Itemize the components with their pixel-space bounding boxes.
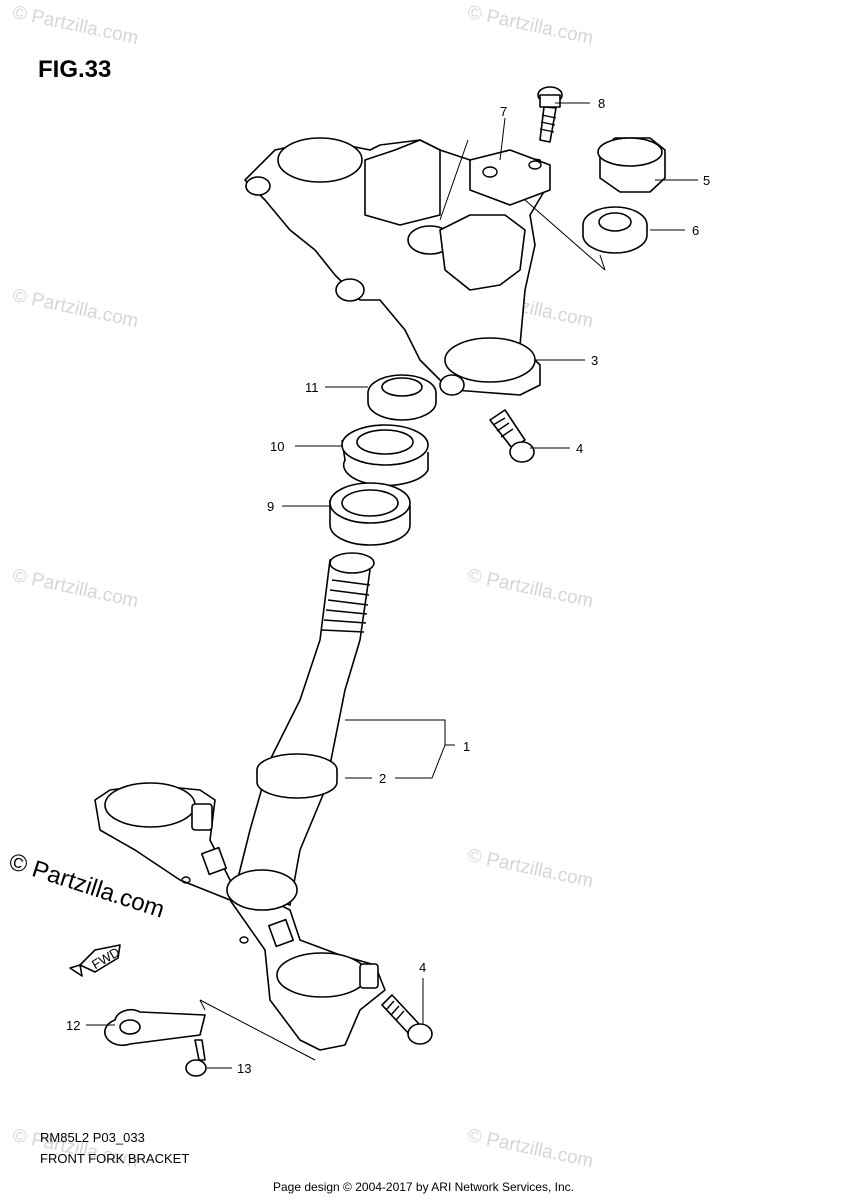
callout-9: 9 xyxy=(267,499,274,514)
callout-5: 5 xyxy=(703,173,710,188)
bearing-9 xyxy=(329,482,411,546)
bolt-4-upper xyxy=(489,409,535,463)
callout-10: 10 xyxy=(270,439,284,454)
forward-direction-arrow: FWD xyxy=(69,944,122,977)
callout-4-lower: 4 xyxy=(419,960,426,975)
lower-bracket xyxy=(94,782,386,1061)
callout-6: 6 xyxy=(692,223,699,238)
diagram-code: RM85L2 P03_033 xyxy=(40,1130,145,1145)
bracket-7-lines xyxy=(439,139,606,271)
bearing-seal-10 xyxy=(341,424,429,487)
cable-clamp-12 xyxy=(104,1009,206,1047)
cap-nut-5 xyxy=(597,137,666,193)
callout-7: 7 xyxy=(500,104,507,119)
figure-title: FIG.33 xyxy=(38,56,112,83)
callout-1: 1 xyxy=(463,739,470,754)
callout-13: 13 xyxy=(237,1061,251,1076)
upper-bracket xyxy=(244,137,551,396)
page-footer: Page design © 2004-2017 by ARI Network S… xyxy=(272,1180,574,1194)
callout-11: 11 xyxy=(305,380,319,395)
screw-13 xyxy=(185,1039,207,1077)
callout-3: 3 xyxy=(591,353,598,368)
callout-12: 12 xyxy=(66,1018,80,1033)
steering-nut-11 xyxy=(367,374,437,421)
bolt-8 xyxy=(537,86,563,143)
callout-8: 8 xyxy=(598,96,605,111)
o-ring-2 xyxy=(256,753,338,799)
callout-2: 2 xyxy=(379,771,386,786)
diagram-caption: FRONT FORK BRACKET xyxy=(40,1151,190,1166)
washer-6 xyxy=(582,206,648,254)
steering-stem-1 xyxy=(234,552,375,906)
bolt-4-lower xyxy=(381,994,433,1045)
callout-4-upper: 4 xyxy=(576,441,583,456)
